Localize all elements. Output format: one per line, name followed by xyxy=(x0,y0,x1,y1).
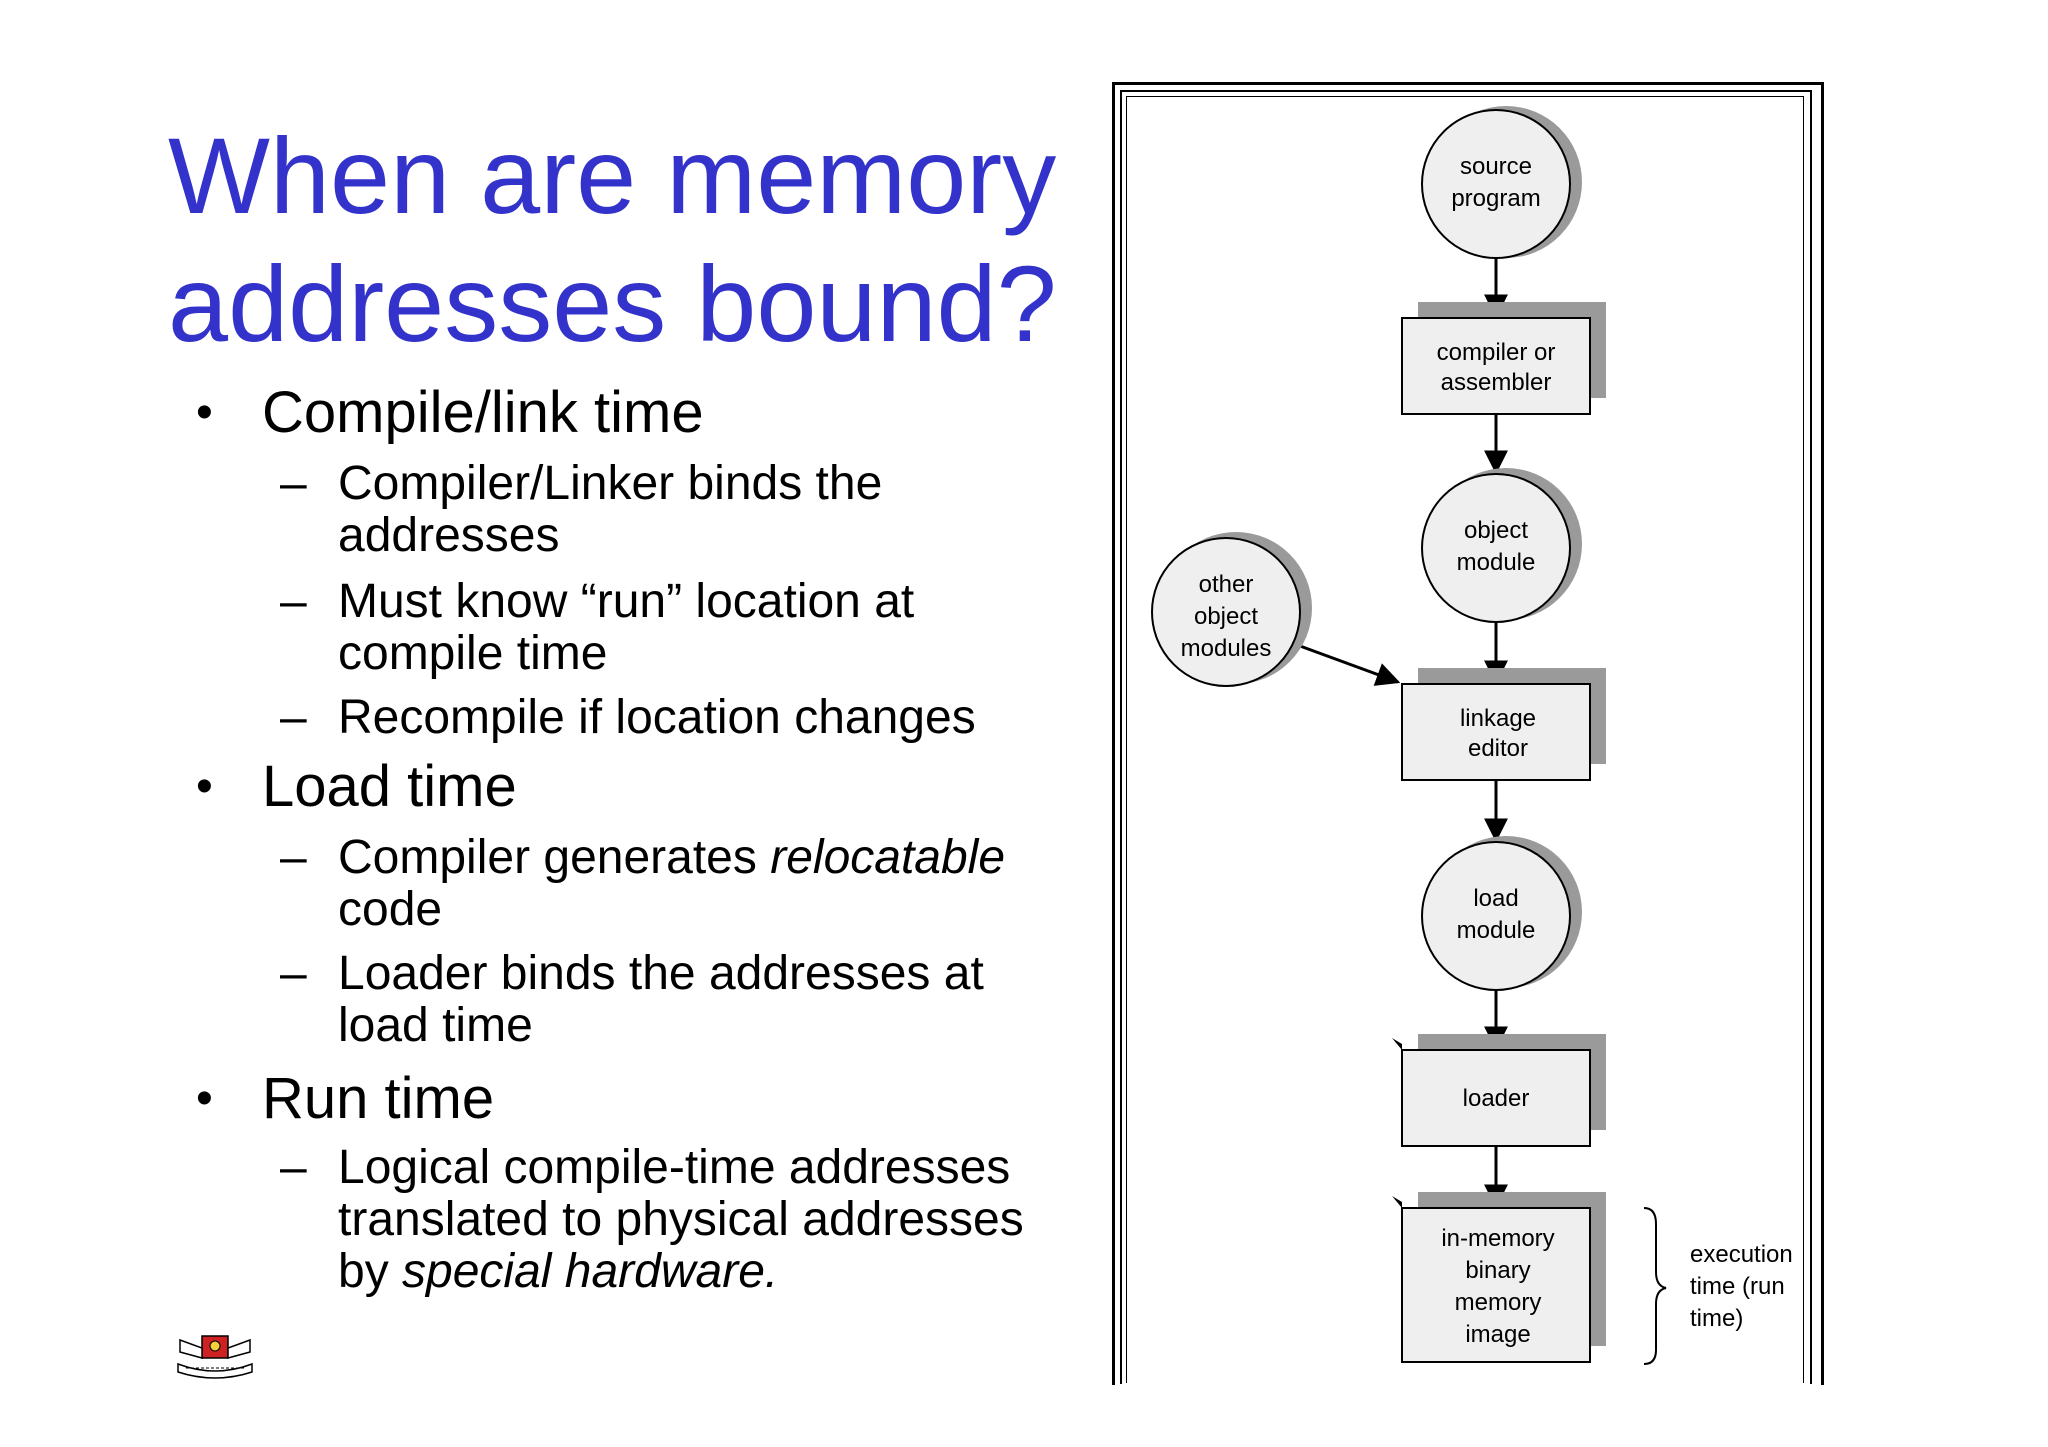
node-label: in-memory xyxy=(1441,1225,1554,1252)
node-label: program xyxy=(1451,185,1540,212)
brace-icon xyxy=(1643,1207,1667,1365)
sub-line: code xyxy=(338,883,443,936)
arrow-other-to-linkage xyxy=(1299,644,1401,686)
sub-line: Logical compile-time addresses xyxy=(338,1141,1011,1194)
dash: – xyxy=(280,831,307,884)
note-line: time) xyxy=(1690,1305,1743,1332)
bullet-label: Load time xyxy=(262,754,517,819)
node-label: module xyxy=(1457,549,1536,576)
sub-line-text: Compiler generates xyxy=(338,831,771,884)
node-source-program: source program xyxy=(1421,106,1582,259)
sub-line: Loader binds the addresses at xyxy=(338,947,984,1000)
sub-line-italic: special hardware. xyxy=(402,1245,779,1298)
bullet-dot: • xyxy=(196,1072,213,1125)
sub-line: load time xyxy=(338,999,533,1052)
node-label: editor xyxy=(1468,735,1528,762)
sub-line: Recompile if location changes xyxy=(338,691,976,744)
diagram-frame xyxy=(1112,82,1824,1385)
title-line-1: When are memory xyxy=(168,115,1057,236)
sub-line: translated to physical addresses xyxy=(338,1193,1024,1246)
execution-time-note: execution time (run time) xyxy=(1690,1241,1793,1332)
node-in-memory-image: in-memory binary memory image xyxy=(1392,1192,1606,1363)
university-crest-icon xyxy=(177,1335,253,1379)
node-label: assembler xyxy=(1441,369,1552,396)
node-label: binary xyxy=(1465,1257,1530,1284)
bullet-label: Compile/link time xyxy=(262,380,704,445)
node-label: object xyxy=(1194,603,1258,630)
title-line-2: addresses bound? xyxy=(168,243,1057,364)
sub-line: Compiler generates relocatable xyxy=(338,832,1005,884)
sub-line-italic: relocatable xyxy=(770,831,1006,884)
node-label: compiler or xyxy=(1437,339,1556,366)
bullet-dot: • xyxy=(196,386,213,439)
diagram-frame-inner xyxy=(1120,90,1812,1384)
node-label: image xyxy=(1465,1321,1530,1348)
dash: – xyxy=(280,1141,307,1194)
sub-line: compile time xyxy=(338,627,608,680)
node-label: memory xyxy=(1455,1289,1542,1316)
sub-line: Compiler/Linker binds the xyxy=(338,457,883,510)
node-loader: loader xyxy=(1392,1034,1606,1147)
bullet-label: Run time xyxy=(262,1066,495,1131)
node-load-module: load module xyxy=(1421,836,1582,991)
node-label: loader xyxy=(1463,1085,1530,1112)
node-label: linkage xyxy=(1460,705,1536,732)
sub-line-text: by xyxy=(338,1245,403,1298)
node-label: source xyxy=(1460,153,1532,180)
slide-title: When are memory addresses bound? xyxy=(168,112,1057,368)
node-object-module: object module xyxy=(1421,468,1582,623)
node-compiler-or-assembler: compiler or assembler xyxy=(1401,302,1606,415)
dash: – xyxy=(280,457,307,510)
node-label: load xyxy=(1473,885,1518,912)
bullet-dot: • xyxy=(196,760,213,813)
dash: – xyxy=(280,575,307,628)
dash: – xyxy=(280,947,307,1000)
node-label: object xyxy=(1464,517,1528,544)
node-label: modules xyxy=(1181,635,1272,662)
node-label: module xyxy=(1457,917,1536,944)
note-line: execution xyxy=(1690,1241,1793,1268)
diagram-frame-inner2 xyxy=(1126,96,1804,1383)
node-linkage-editor: linkage editor xyxy=(1401,668,1606,781)
dash: – xyxy=(280,691,307,744)
sub-line: by special hardware. xyxy=(338,1246,778,1298)
node-label: other xyxy=(1199,571,1254,598)
node-other-object-modules: other object modules xyxy=(1151,532,1312,687)
sub-line: Must know “run” location at xyxy=(338,575,915,628)
sub-line: addresses xyxy=(338,509,560,562)
note-line: time (run xyxy=(1690,1273,1785,1300)
